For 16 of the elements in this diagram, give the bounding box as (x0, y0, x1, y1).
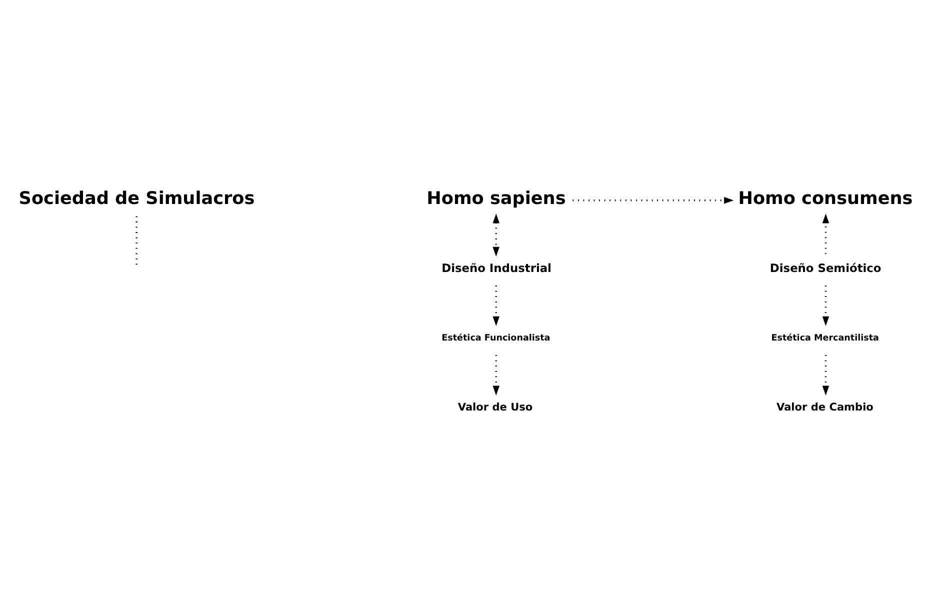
arrow (822, 354, 830, 395)
node-text: Valor de Cambio (776, 401, 874, 414)
node-text: Estética Mercantilista (771, 333, 879, 344)
arrow (492, 213, 500, 256)
node-text: Estética Funcionalista (442, 333, 550, 344)
node-text: Valor de Uso (458, 401, 533, 414)
arrow (492, 354, 500, 395)
arrow (492, 285, 500, 326)
arrow (822, 213, 830, 254)
node-text: Homo consumens (738, 188, 913, 208)
node-text: Homo sapiens (426, 188, 566, 208)
arrow (572, 196, 734, 204)
arrow (822, 285, 830, 326)
node-text: Diseño Semiótico (770, 260, 882, 274)
node-text: Sociedad de Simulacros (18, 188, 255, 208)
node-text: Diseño Industrial (442, 260, 552, 274)
